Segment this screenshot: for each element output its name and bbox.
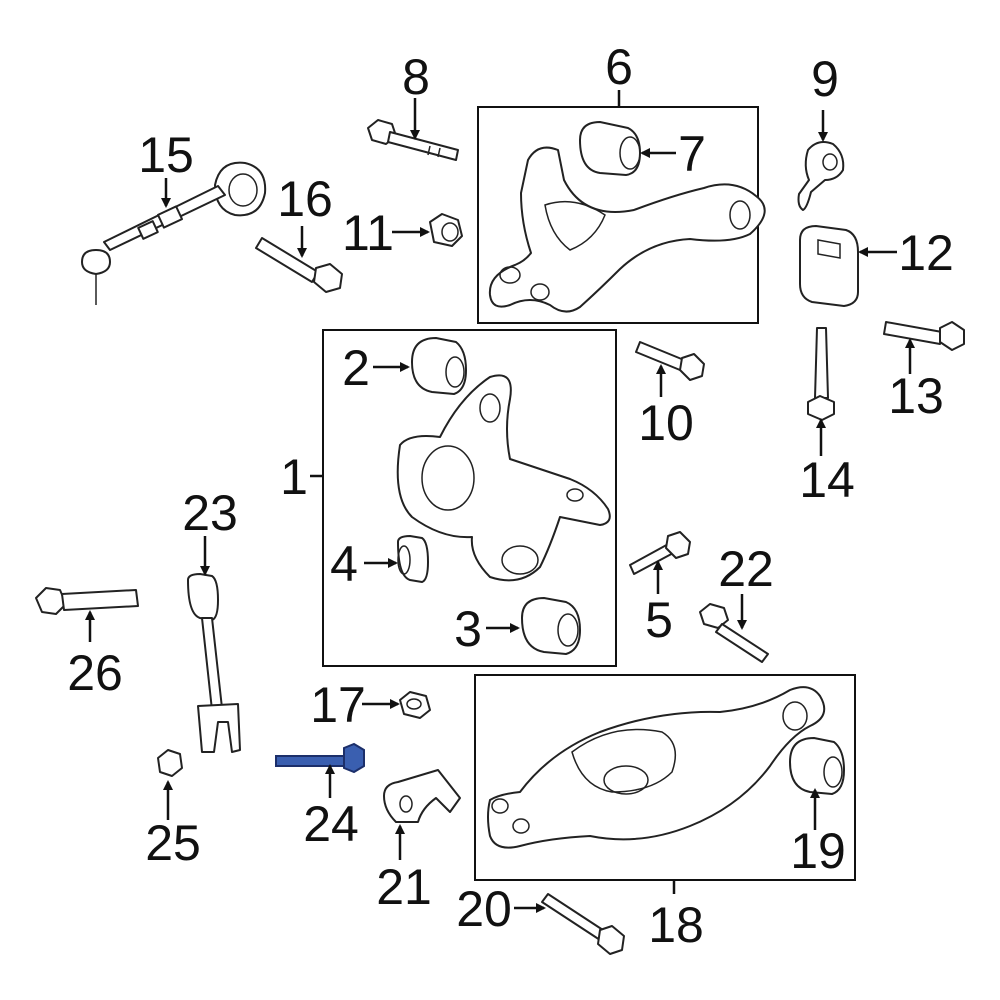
bushing-part-4[interactable] [397,535,429,583]
callout-13: 13 [888,368,944,424]
bushing-part-7[interactable] [579,121,641,176]
callout-5: 5 [645,592,673,648]
callout-22: 22 [718,541,774,597]
callout-2: 2 [342,340,370,396]
callout-11: 11 [342,205,394,261]
callout-6: 6 [605,39,633,95]
knuckle-part-1[interactable] [396,374,611,582]
nut-part-25[interactable] [157,749,183,777]
bolt-part-22[interactable] [699,603,769,663]
bolt-part-20[interactable] [541,893,625,955]
callout-16: 16 [277,171,333,227]
bolt-part-26[interactable] [35,587,139,615]
callout-8: 8 [402,49,430,105]
callout-labels: 15 16 8 11 6 7 9 12 13 14 10 2 1 4 3 5 2… [67,39,954,953]
callout-14: 14 [799,452,855,508]
bolt-part-13[interactable] [883,321,965,351]
callout-3: 3 [454,601,482,657]
callout-9: 9 [811,51,839,107]
stud-bolt-part-14[interactable] [807,327,835,421]
bushing-part-19[interactable] [789,737,845,795]
bolt-part-8[interactable] [367,119,459,161]
callout-7: 7 [678,126,706,182]
bolt-part-5[interactable] [629,531,691,575]
callout-19: 19 [790,823,846,879]
callout-25: 25 [145,815,201,871]
toe-link-part-15[interactable] [81,161,267,305]
bolt-part-10[interactable] [635,341,705,381]
bushing-part-2[interactable] [411,337,467,395]
upper-control-arm-part-6[interactable] [488,146,766,313]
leader-lines [85,90,915,913]
callout-18: 18 [648,897,704,953]
callout-15: 15 [138,127,194,183]
callout-10: 10 [638,395,694,451]
nut-part-17[interactable] [399,691,431,719]
callout-24: 24 [303,796,359,852]
group-box-1 [322,329,617,667]
callout-20: 20 [456,881,512,937]
lower-control-arm-part-18[interactable] [487,686,826,849]
bracket-part-12[interactable] [799,225,859,307]
link-rod-part-23[interactable] [187,573,241,753]
nut-part-11[interactable] [429,213,463,247]
callout-17: 17 [310,677,366,733]
callout-12: 12 [898,225,954,281]
callout-1: 1 [280,449,308,505]
group-box-18 [474,674,856,881]
bolt-part-16[interactable] [255,237,343,293]
bushing-part-3[interactable] [521,597,581,655]
callout-21: 21 [376,859,432,915]
clip-nut-part-9[interactable] [797,141,845,211]
callout-4: 4 [330,536,358,592]
bracket-part-21[interactable] [383,769,461,823]
callout-23: 23 [182,485,238,541]
callout-26: 26 [67,645,123,701]
bolt-part-24-highlighted[interactable] [275,742,365,774]
